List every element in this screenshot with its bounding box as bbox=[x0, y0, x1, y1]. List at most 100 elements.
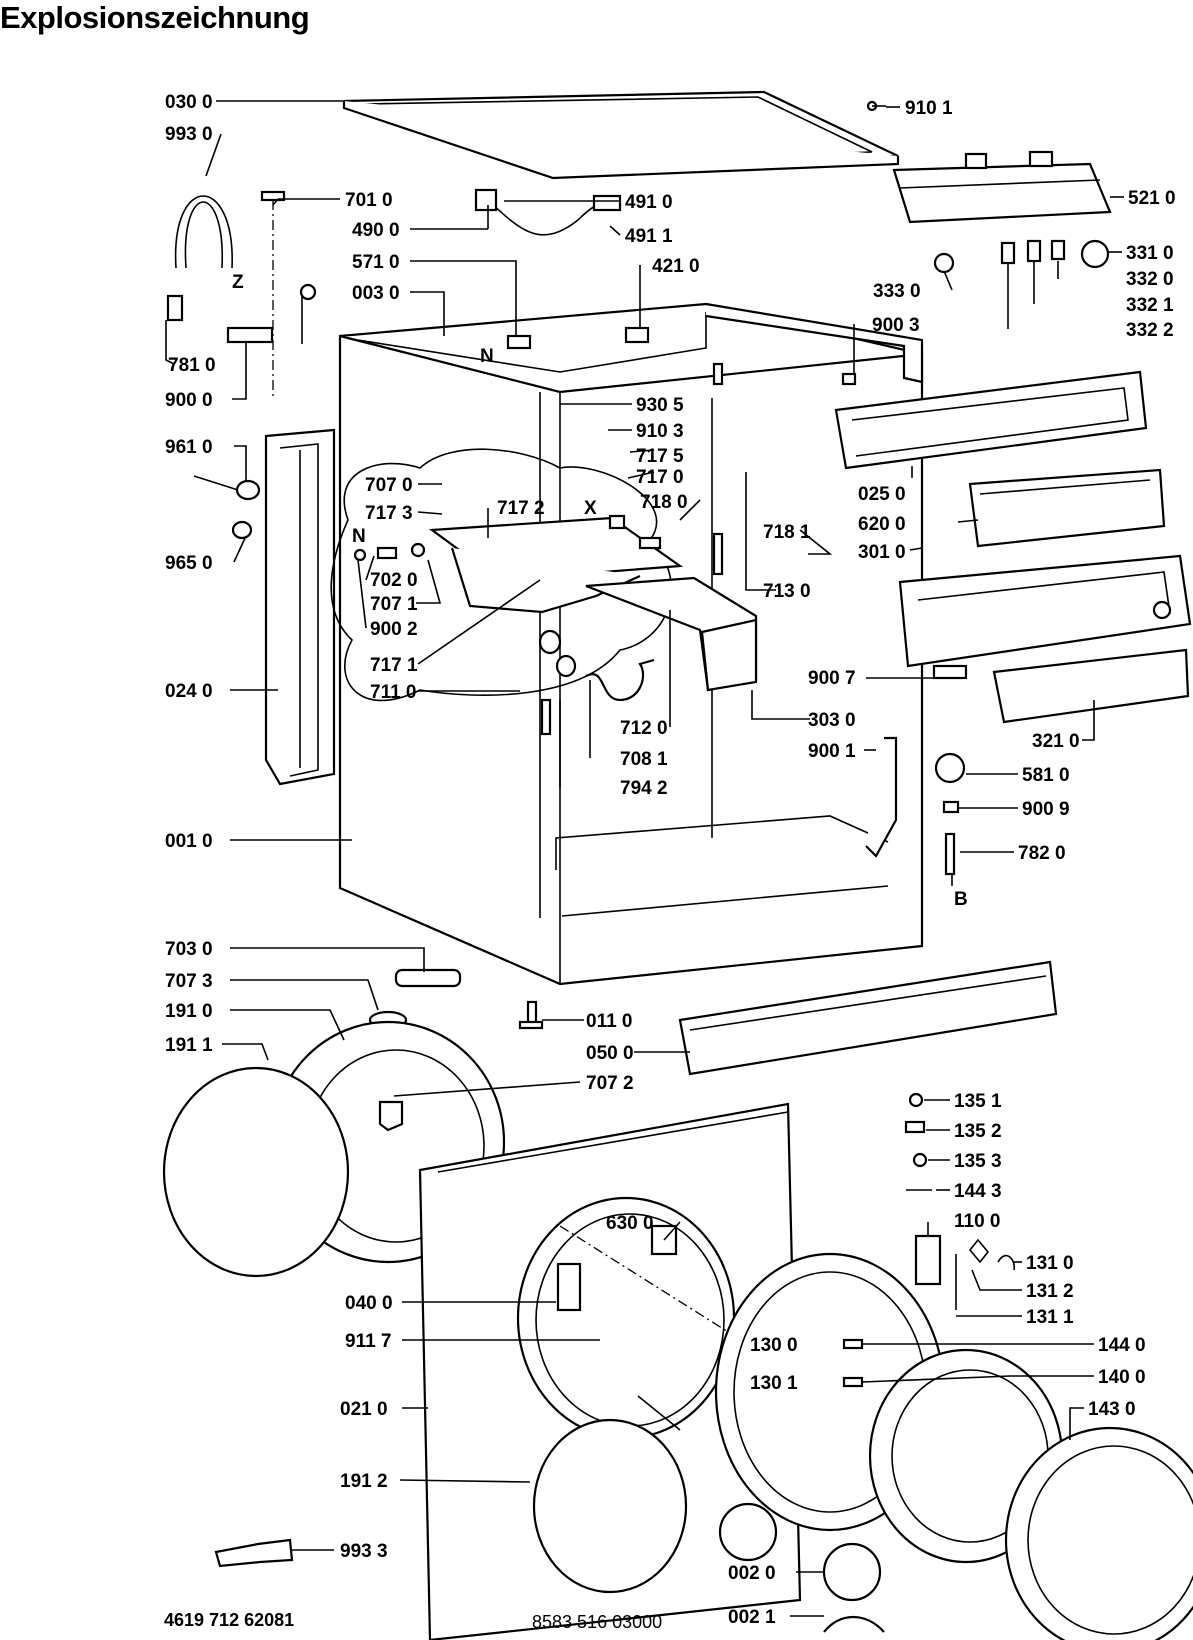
callout-491-0: 491 0 bbox=[625, 192, 673, 213]
callout-001-0: 001 0 bbox=[165, 831, 213, 852]
door-parts bbox=[714, 1234, 1193, 1640]
callout-131-0: 131 0 bbox=[1026, 1253, 1074, 1274]
callout-144-3: 144 3 bbox=[954, 1181, 1002, 1202]
callout-702-0: 702 0 bbox=[370, 570, 418, 591]
callout-717-5: 717 5 bbox=[636, 446, 684, 467]
marker-n-top: N bbox=[480, 346, 494, 367]
callout-421-0: 421 0 bbox=[652, 256, 700, 277]
top-lid-part bbox=[342, 90, 900, 180]
callout-571-0: 571 0 bbox=[352, 252, 400, 273]
callout-781-0: 781 0 bbox=[168, 355, 216, 376]
callout-191-1: 191 1 bbox=[165, 1035, 213, 1056]
callout-191-2: 191 2 bbox=[340, 1471, 388, 1492]
callout-303-0: 303 0 bbox=[808, 710, 856, 731]
bottom-small-parts bbox=[214, 1538, 885, 1633]
side-panel-part bbox=[264, 428, 336, 786]
footer-left-code: 4619 712 62081 bbox=[164, 1610, 294, 1630]
callout-011-0: 011 0 bbox=[586, 1011, 633, 1032]
callout-050-0: 050 0 bbox=[586, 1043, 634, 1064]
marker-z: Z bbox=[232, 272, 244, 293]
callout-794-2: 794 2 bbox=[620, 778, 668, 799]
callout-910-3: 910 3 bbox=[636, 421, 684, 442]
callout-003-0: 003 0 bbox=[352, 283, 400, 304]
callout-712-0: 712 0 bbox=[620, 718, 668, 739]
callout-024-0: 024 0 bbox=[165, 681, 213, 702]
page-title: Explosionszeichnung bbox=[0, 0, 310, 35]
callout-900-7: 900 7 bbox=[808, 668, 856, 689]
callout-144-0: 144 0 bbox=[1098, 1335, 1146, 1356]
callout-630-0: 630 0 bbox=[606, 1213, 654, 1234]
callout-900-2: 900 2 bbox=[370, 619, 418, 640]
callout-707-1: 707 1 bbox=[370, 594, 418, 615]
callout-930-5: 930 5 bbox=[636, 395, 684, 416]
marker-b: B bbox=[954, 889, 968, 910]
callout-701-0: 701 0 bbox=[345, 190, 393, 211]
leader-lines bbox=[165, 100, 1124, 1617]
callout-900-1: 900 1 bbox=[808, 741, 856, 762]
callout-002-1: 002 1 bbox=[728, 1607, 776, 1628]
callout-331-0: 331 0 bbox=[1126, 243, 1174, 264]
callout-900-0: 900 0 bbox=[165, 390, 213, 411]
callout-717-2: 717 2 bbox=[497, 498, 545, 519]
callout-130-0: 130 0 bbox=[750, 1335, 798, 1356]
marker-n-left: N bbox=[352, 526, 366, 547]
callout-040-0: 040 0 bbox=[345, 1293, 393, 1314]
callout-131-2: 131 2 bbox=[1026, 1281, 1074, 1302]
callout-707-0: 707 0 bbox=[365, 475, 413, 496]
electronic-module-part bbox=[892, 150, 1112, 224]
control-panel-parts bbox=[834, 370, 1192, 724]
hose-and-cable-parts bbox=[166, 188, 650, 400]
callout-717-1: 717 1 bbox=[370, 655, 418, 676]
callout-911-7: 911 7 bbox=[345, 1331, 392, 1352]
callout-025-0: 025 0 bbox=[858, 484, 906, 505]
callout-321-0: 321 0 bbox=[1032, 731, 1080, 752]
callout-717-3: 717 3 bbox=[365, 503, 413, 524]
callout-332-0: 332 0 bbox=[1126, 269, 1174, 290]
parts-layer bbox=[162, 90, 1193, 1640]
callout-900-3: 900 3 bbox=[872, 315, 920, 336]
front-panel-part bbox=[418, 1102, 1091, 1640]
callout-333-0: 333 0 bbox=[873, 281, 921, 302]
callout-581-0: 581 0 bbox=[1022, 765, 1070, 786]
callout-707-2: 707 2 bbox=[586, 1073, 634, 1094]
callout-131-1: 131 1 bbox=[1026, 1307, 1074, 1328]
callout-965-0: 965 0 bbox=[165, 553, 213, 574]
footer-codes: 4619 712 62081 8583 516 03000 bbox=[164, 1610, 662, 1632]
marker-x: X bbox=[584, 498, 597, 519]
callout-301-0: 301 0 bbox=[858, 542, 906, 563]
callout-718-1: 718 1 bbox=[763, 522, 811, 543]
cabinet-body-part bbox=[338, 302, 924, 986]
callout-703-0: 703 0 bbox=[165, 939, 213, 960]
callout-993-3: 993 3 bbox=[340, 1541, 388, 1562]
callout-707-3: 707 3 bbox=[165, 971, 213, 992]
callout-708-1: 708 1 bbox=[620, 749, 668, 770]
callout-490-0: 490 0 bbox=[352, 220, 400, 241]
detergent-drawer-part bbox=[428, 514, 758, 702]
callout-332-2: 332 2 bbox=[1126, 320, 1174, 341]
callout-910-1: 910 1 bbox=[905, 98, 953, 119]
callout-900-9: 900 9 bbox=[1022, 799, 1070, 820]
callout-135-2: 135 2 bbox=[954, 1121, 1002, 1142]
left-small-parts bbox=[193, 475, 426, 562]
knob-parts bbox=[841, 100, 1110, 386]
callout-191-0: 191 0 bbox=[165, 1001, 213, 1022]
callout-961-0: 961 0 bbox=[165, 437, 213, 458]
callout-021-0: 021 0 bbox=[340, 1399, 388, 1420]
marker-letters: Z N N X B bbox=[232, 272, 968, 910]
callout-717-0: 717 0 bbox=[636, 467, 684, 488]
fastener-parts bbox=[904, 1092, 1016, 1271]
footer-center-code: 8583 516 03000 bbox=[532, 1612, 662, 1632]
callout-993-0: 993 0 bbox=[165, 124, 213, 145]
callout-521-0: 521 0 bbox=[1128, 188, 1176, 209]
lower-cabinet-parts bbox=[368, 960, 1058, 1076]
callout-143-0: 143 0 bbox=[1088, 1399, 1136, 1420]
callout-718-0: 718 0 bbox=[640, 492, 688, 513]
callout-713-0: 713 0 bbox=[763, 581, 811, 602]
callout-135-3: 135 3 bbox=[954, 1151, 1002, 1172]
callout-130-1: 130 1 bbox=[750, 1373, 798, 1394]
callout-labels: 030 0 993 0 701 0 490 0 491 0 491 1 910 … bbox=[165, 92, 1176, 1628]
callout-782-0: 782 0 bbox=[1018, 843, 1066, 864]
callout-140-0: 140 0 bbox=[1098, 1367, 1146, 1388]
callout-491-1: 491 1 bbox=[625, 226, 673, 247]
